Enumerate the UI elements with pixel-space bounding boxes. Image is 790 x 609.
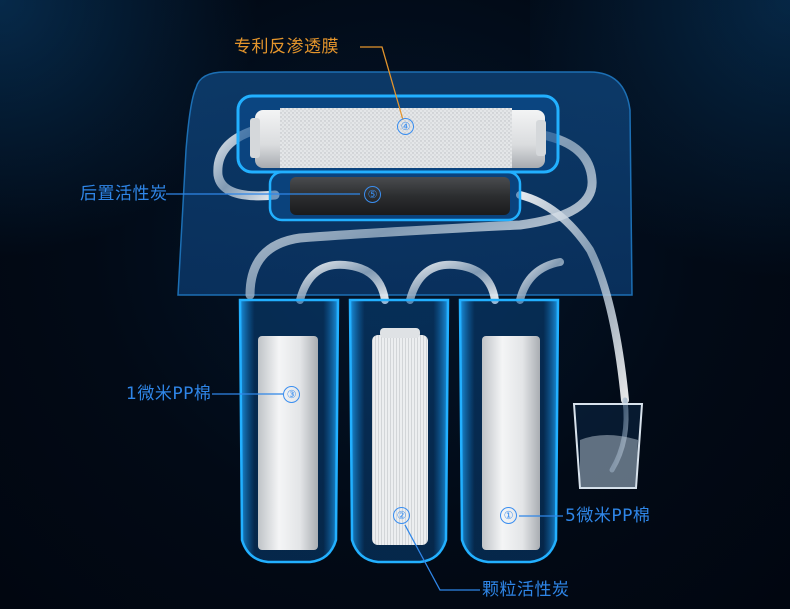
stage-number-4: ④ [397, 118, 414, 135]
stage-number-3: ③ [283, 386, 300, 403]
stage-number-5: ⑤ [364, 186, 381, 203]
label-post-carbon: 后置活性炭 [80, 184, 168, 204]
water-glass-icon [572, 403, 644, 489]
stage-number-2: ② [393, 507, 410, 524]
label-5micron-pp: 5微米PP棉 [565, 506, 651, 526]
stage-number-1: ① [500, 507, 517, 524]
label-1micron-pp: 1微米PP棉 [126, 384, 212, 404]
housing-right [458, 298, 560, 564]
water-tubes [213, 123, 629, 473]
membrane-housing [236, 94, 560, 174]
post-carbon-housing [268, 170, 522, 222]
leader-lines [166, 46, 563, 591]
housing-middle [348, 298, 450, 564]
label-granular-carbon: 颗粒活性炭 [482, 580, 570, 600]
housing-left [238, 298, 340, 564]
label-ro-membrane: 专利反渗透膜 [234, 37, 339, 57]
